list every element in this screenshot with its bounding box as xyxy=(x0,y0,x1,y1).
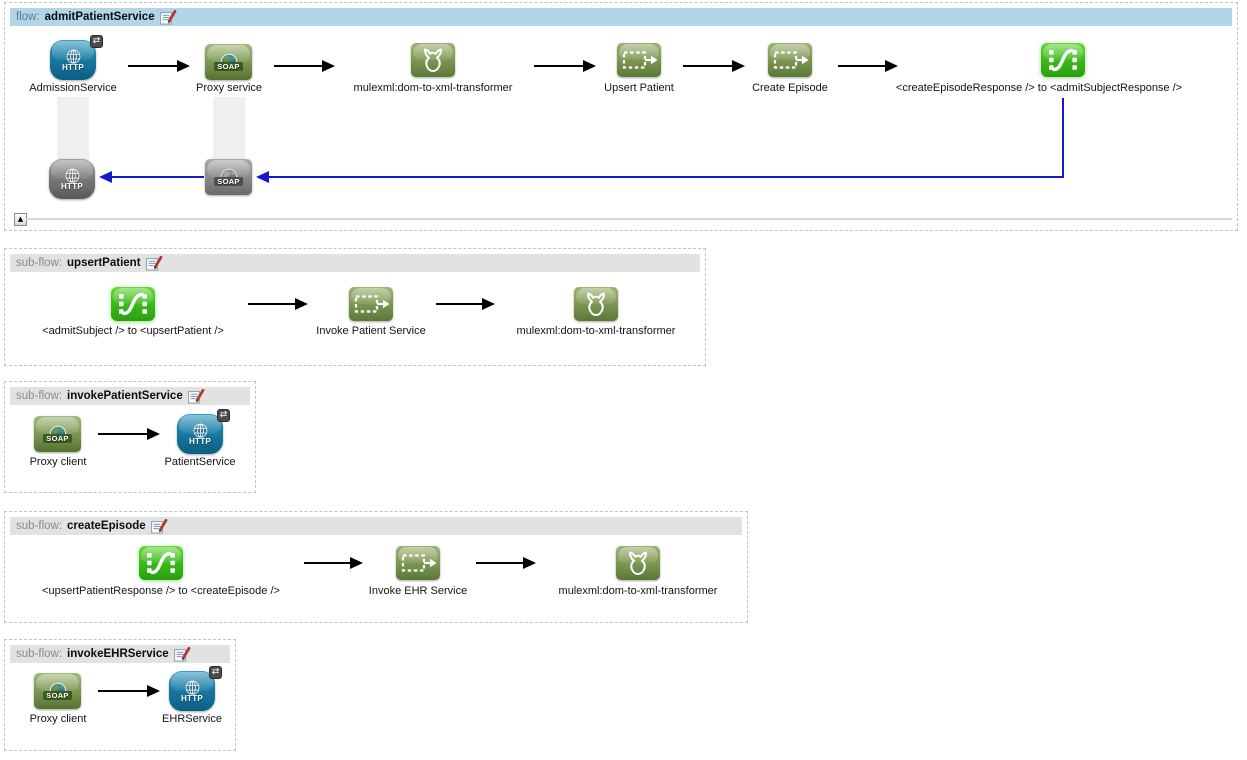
dom-to-xml-transformer-icon[interactable] xyxy=(574,287,618,321)
subflow-header[interactable]: sub-flow: invokeEHRService xyxy=(10,645,230,663)
subflow-header[interactable]: sub-flow: createEpisode xyxy=(10,517,742,535)
node-label: AdmissionService xyxy=(29,82,117,94)
bidirectional-exchange-badge-icon: ⇄ xyxy=(217,409,230,422)
soap-label: SOAP xyxy=(43,434,72,443)
node-label: Invoke EHR Service xyxy=(368,585,468,597)
node-label: Invoke Patient Service xyxy=(316,325,426,337)
subflow-container-upsertPatient: sub-flow: upsertPatient <admitSubject />… xyxy=(4,248,706,366)
flow-name-label: admitPatientService xyxy=(44,11,155,23)
flow-container-admitPatientService: flow: admitPatientService HTTP ⇄ Admissi… xyxy=(4,2,1238,231)
flow-reference-icon xyxy=(768,43,812,77)
message-flow-arrow xyxy=(128,60,190,72)
edit-icon[interactable] xyxy=(174,647,191,662)
soap-label: SOAP xyxy=(214,177,243,186)
xslt-transformer-icon[interactable] xyxy=(1041,43,1085,77)
flow-reference-icon xyxy=(349,287,393,321)
edit-icon[interactable] xyxy=(160,10,177,25)
xslt-script-icon xyxy=(1041,43,1085,77)
message-flow-arrow xyxy=(248,298,308,310)
soap-response-proxy-icon[interactable]: SOAP xyxy=(205,159,252,195)
bidirectional-exchange-badge-icon: ⇄ xyxy=(209,666,222,679)
node-label: Proxy service xyxy=(195,82,263,94)
flow-reference-icon xyxy=(396,546,440,580)
request-response-lane xyxy=(213,97,245,160)
soap-proxy-client-icon[interactable]: SOAP xyxy=(34,673,81,709)
http-endpoint-icon[interactable]: HTTP ⇄ xyxy=(169,666,222,711)
subflow-kind-label: sub-flow: xyxy=(16,257,63,269)
subflow-kind-label: sub-flow: xyxy=(16,520,63,532)
xslt-script-icon xyxy=(139,546,183,580)
subflow-container-invokeEHRService: sub-flow: invokeEHRService SOAP Proxy cl… xyxy=(4,639,236,751)
edit-icon[interactable] xyxy=(188,389,205,404)
http-endpoint-icon[interactable]: HTTP ⇄ xyxy=(50,35,103,80)
message-flow-arrow xyxy=(304,557,363,569)
node-label: mulexml:dom-to-xml-transformer xyxy=(558,585,718,597)
subflow-name-label: invokeEHRService xyxy=(67,648,169,660)
mule-head-icon xyxy=(411,43,455,77)
soap-label: SOAP xyxy=(43,691,72,700)
exception-strategy-divider xyxy=(26,218,1232,220)
http-response-endpoint-icon[interactable]: HTTP xyxy=(49,159,95,199)
subflow-header[interactable]: sub-flow: upsertPatient xyxy=(10,254,700,272)
soap-proxy-client-icon[interactable]: SOAP xyxy=(34,416,81,452)
subflow-container-invokePatientService: sub-flow: invokePatientService SOAP Prox… xyxy=(4,381,256,493)
flow-kind-label: flow: xyxy=(16,11,40,23)
flow-ref-create-episode-icon[interactable] xyxy=(768,43,812,77)
node-label: PatientService xyxy=(164,456,236,468)
subflow-kind-label: sub-flow: xyxy=(16,390,63,402)
message-flow-arrow xyxy=(274,60,335,72)
mule-head-icon xyxy=(616,546,660,580)
xslt-script-icon xyxy=(111,287,155,321)
node-label: Create Episode xyxy=(752,82,828,94)
http-label: HTTP xyxy=(188,436,212,446)
soap-label: SOAP xyxy=(214,62,243,71)
subflow-header[interactable]: sub-flow: invokePatientService xyxy=(10,387,250,405)
subflow-name-label: createEpisode xyxy=(67,520,146,532)
http-endpoint-icon[interactable]: HTTP ⇄ xyxy=(177,409,230,454)
message-flow-arrow xyxy=(98,685,160,697)
edit-icon[interactable] xyxy=(146,256,163,271)
node-label: Upsert Patient xyxy=(604,82,674,94)
message-flow-arrow xyxy=(838,60,898,72)
response-arrow xyxy=(256,171,1062,183)
subflow-name-label: upsertPatient xyxy=(67,257,141,269)
node-label: <createEpisodeResponse /> to <admitSubje… xyxy=(895,82,1183,94)
http-label: HTTP xyxy=(60,181,84,191)
subflow-name-label: invokePatientService xyxy=(67,390,183,402)
response-arrow xyxy=(99,171,204,183)
bidirectional-exchange-badge-icon: ⇄ xyxy=(90,35,103,48)
edit-icon[interactable] xyxy=(151,519,168,534)
node-label: Proxy client xyxy=(29,456,87,468)
soap-proxy-service-icon[interactable]: SOAP xyxy=(205,44,252,80)
flow-ref-upsert-patient-icon[interactable] xyxy=(617,43,661,77)
node-label: EHRService xyxy=(162,713,222,725)
mule-head-icon xyxy=(574,287,618,321)
response-connector-line xyxy=(1062,98,1064,178)
node-label: <upsertPatientResponse /> to <createEpis… xyxy=(42,585,280,597)
node-label: Proxy client xyxy=(29,713,87,725)
node-label: mulexml:dom-to-xml-transformer xyxy=(516,325,676,337)
http-label: HTTP xyxy=(180,693,204,703)
message-flow-arrow xyxy=(98,428,160,440)
message-flow-arrow xyxy=(534,60,596,72)
flow-ref-invoke-patient-service-icon[interactable] xyxy=(349,287,393,321)
subflow-kind-label: sub-flow: xyxy=(16,648,63,660)
node-label: <admitSubject /> to <upsertPatient /> xyxy=(42,325,224,337)
dom-to-xml-transformer-icon[interactable] xyxy=(616,546,660,580)
message-flow-arrow xyxy=(476,557,536,569)
flow-header[interactable]: flow: admitPatientService xyxy=(10,8,1232,26)
message-flow-arrow xyxy=(683,60,745,72)
dom-to-xml-transformer-icon[interactable] xyxy=(411,43,455,77)
xslt-transformer-icon[interactable] xyxy=(111,287,155,321)
request-response-lane xyxy=(57,97,89,160)
node-label: mulexml:dom-to-xml-transformer xyxy=(353,82,513,94)
xslt-transformer-icon[interactable] xyxy=(139,546,183,580)
subflow-container-createEpisode: sub-flow: createEpisode <upsertPatientRe… xyxy=(4,511,748,623)
flow-ref-invoke-ehr-service-icon[interactable] xyxy=(396,546,440,580)
flow-reference-icon xyxy=(617,43,661,77)
http-label: HTTP xyxy=(61,62,85,72)
message-flow-arrow xyxy=(436,298,495,310)
